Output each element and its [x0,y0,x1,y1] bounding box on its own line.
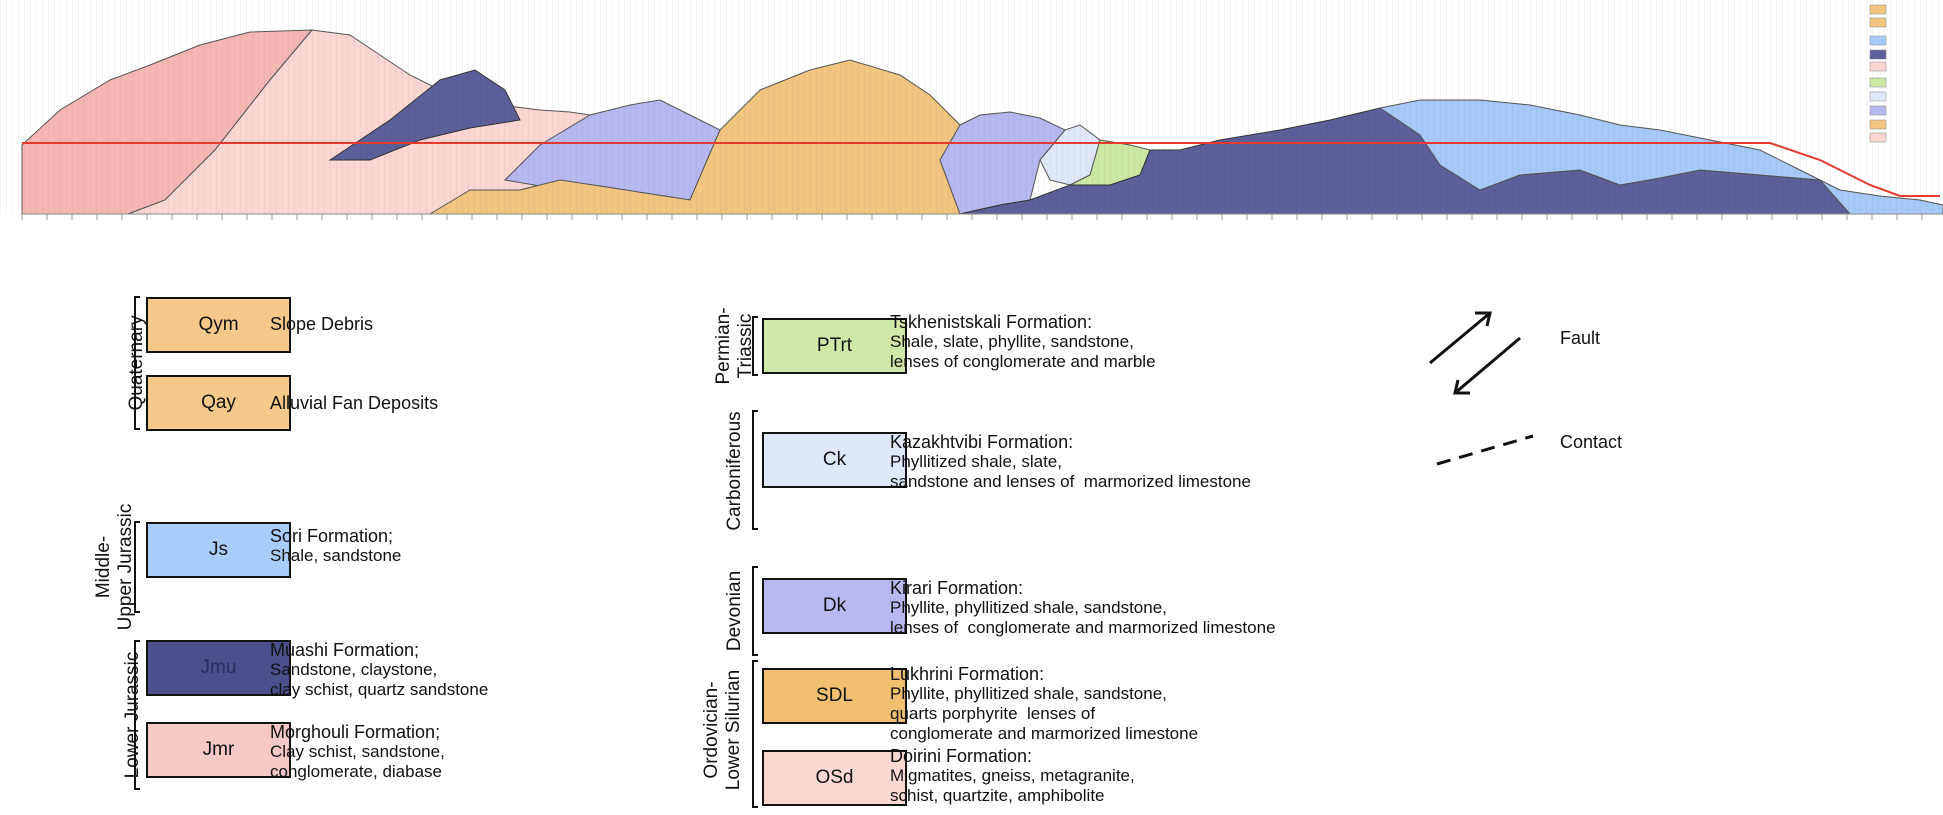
legend-box-sdl: SDL [762,668,907,724]
legend-code-dk: Dk [822,595,847,616]
legend-text-ptrt: Tskhenistskali Formation: Shale, slate, … [890,312,1156,372]
legend-title-dk: Kirari Formation: [890,578,1024,598]
legend-code-qym: Qym [198,314,239,335]
legend-title-qym: Slope Debris [270,314,374,334]
period-ordovician-lower-silurian: Ordovician- Lower Silurian [701,645,745,815]
legend-code-js: Js [209,539,228,560]
period-permian-triassic-label: Permian- Triassic [713,307,756,385]
legend-title-js: Sori Formation; [270,526,394,546]
bracket-middle-upper-jurassic [134,521,140,613]
legend-text-qay: Alluvial Fan Deposits [270,393,438,413]
legend-title-osd: Doirini Formation: [890,746,1033,766]
legend-title-jmu: Muashi Formation; [270,640,420,660]
legend-box-dk: Dk [762,578,907,634]
fault-symbol [1429,311,1521,395]
contact-symbol [1436,434,1534,466]
legend-text-qym: Slope Debris [270,314,373,334]
legend-title-ck: Kazakhtvibi Formation: [890,432,1074,452]
contact-label: Contact [1560,432,1623,452]
bracket-lower-jurassic [134,640,140,790]
legend-title-ptrt: Tskhenistskali Formation: [890,312,1093,332]
legend-title-qay: Alluvial Fan Deposits [270,393,439,413]
bracket-permian-triassic [752,316,758,376]
legend-box-qay: Qay [146,375,291,431]
legend-desc-ptrt: Shale, slate, phyllite, sandstone, lense… [890,332,1156,371]
fault-label: Fault [1560,328,1601,348]
mini-legend [1869,4,1887,143]
legend-text-dk: Kirari Formation: Phyllite, phyllitized … [890,578,1276,638]
bracket-quaternary [134,296,140,430]
legend-box-jmu: Jmu [146,640,291,696]
period-quaternary: Quaternary [126,315,147,411]
period-carboniferous: Carboniferous [724,411,745,531]
period-ordovician-lower-silurian-label: Ordovician- Lower Silurian [701,669,744,791]
section-profile-line [22,142,1940,197]
legend-code-jmu: Jmu [200,657,237,678]
section-ticks [21,214,1923,220]
legend-desc-dk: Phyllite, phyllitized shale, sandstone, … [890,598,1276,637]
legend-code-osd: OSd [815,767,854,788]
legend-desc-osd: Migmatites, gneiss, metagranite, schist,… [890,766,1135,805]
legend-text-osd: Doirini Formation: Migmatites, gneiss, m… [890,746,1135,806]
period-middle-upper-jurassic: Middle- Upper Jurassic [93,492,137,642]
bracket-devonian [752,566,758,656]
legend-code-qay: Qay [201,392,236,413]
legend-box-qym: Qym [146,297,291,353]
geological-cross-section [0,0,1943,220]
legend-title-sdl: Lukhrini Formation: [890,664,1045,684]
legend-text-js: Sori Formation; Shale, sandstone [270,526,401,566]
legend-code-sdl: SDL [816,685,853,706]
legend-box-osd: OSd [762,750,907,806]
legend-code-ck: Ck [822,449,847,470]
legend-desc-js: Shale, sandstone [270,546,402,565]
legend-text-jmr: Morghouli Formation; Clay schist, sandst… [270,722,445,782]
legend-desc-sdl: Phyllite, phyllitized shale, sandstone, … [890,684,1199,743]
period-lower-jurassic: Lower Jurassic [122,651,143,779]
legend-box-jmr: Jmr [146,722,291,778]
legend-box-ck: Ck [762,432,907,488]
legend-desc-jmu: Sandstone, claystone, clay schist, quart… [270,660,489,699]
legend-desc-jmr: Clay schist, sandstone, conglomerate, di… [270,742,445,781]
legend-box-js: Js [146,522,291,578]
legend-title-jmr: Morghouli Formation; [270,722,441,742]
legend-code-jmr: Jmr [202,739,235,760]
bracket-ordovician-lower-silurian [752,660,758,808]
bracket-carboniferous [752,410,758,530]
period-middle-upper-jurassic-label: Middle- Upper Jurassic [93,503,136,631]
legend-code-ptrt: PTrt [816,335,853,356]
legend-text-sdl: Lukhrini Formation: Phyllite, phyllitize… [890,664,1198,744]
legend-desc-ck: Phyllitized shale, slate, sandstone and … [890,452,1251,491]
legend-box-ptrt: PTrt [762,318,907,374]
legend-text-ck: Kazakhtvibi Formation: Phyllitized shale… [890,432,1251,492]
legend-text-jmu: Muashi Formation; Sandstone, claystone, … [270,640,488,700]
